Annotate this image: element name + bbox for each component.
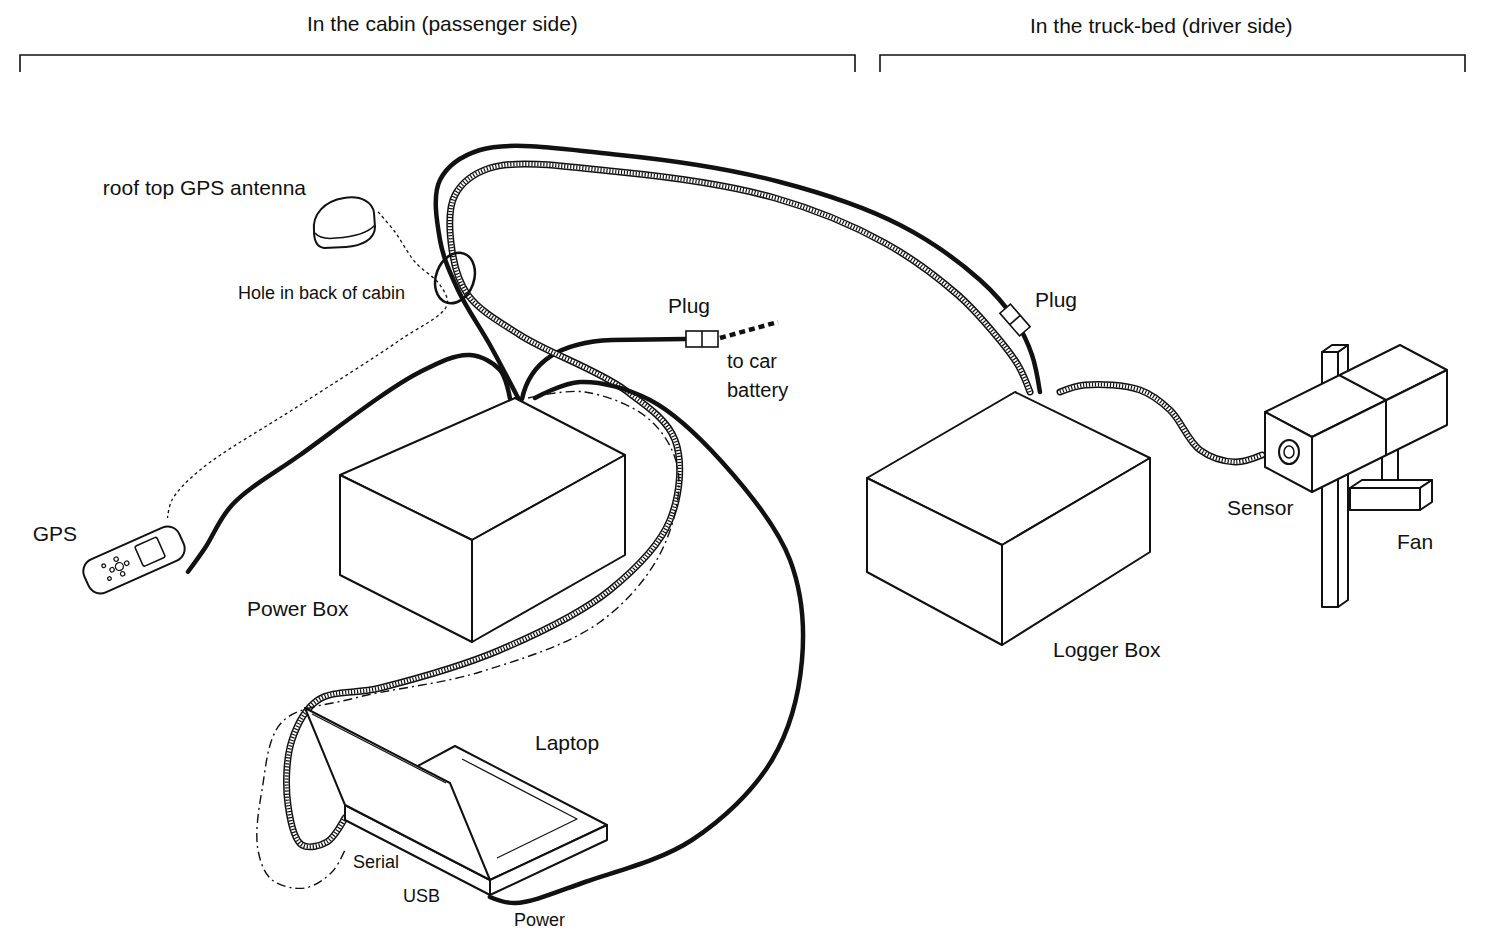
gps-button bbox=[101, 563, 106, 568]
node-label-holder: Power Box bbox=[247, 597, 349, 621]
part-label-holder: Hole in back of cabin bbox=[238, 283, 405, 304]
plug-symbol bbox=[686, 331, 718, 347]
node-label-holder: Laptop bbox=[535, 731, 599, 755]
cable-label-holder: USB bbox=[400, 886, 443, 907]
gps-button bbox=[120, 571, 126, 577]
part-label-holder: In the cabin (passenger side) bbox=[307, 12, 578, 36]
usb-cable bbox=[257, 391, 679, 888]
gps-button bbox=[107, 576, 112, 581]
cable-label-holder: Serial bbox=[350, 852, 402, 873]
laptop-drawing bbox=[345, 745, 607, 897]
node-label-holder: roof top GPS antenna bbox=[103, 176, 306, 200]
laptop-base-side bbox=[490, 825, 607, 895]
cable-connector bbox=[287, 164, 1030, 847]
gps-unit: GPS bbox=[80, 518, 188, 602]
part-label-holder: Plug bbox=[1035, 288, 1077, 312]
section-bracket bbox=[20, 55, 855, 72]
plug-joint bbox=[1010, 315, 1021, 324]
laptop-keyboard-edge bbox=[462, 759, 577, 858]
node-label-holder: GPS bbox=[33, 522, 77, 546]
part-label-holder: Plug bbox=[668, 294, 710, 318]
fan-top bbox=[1350, 480, 1432, 488]
logger-box: Logger Box bbox=[867, 392, 1150, 645]
fan-side bbox=[1420, 480, 1432, 510]
cable-stripes bbox=[287, 164, 1030, 847]
gps-button bbox=[114, 561, 125, 572]
cabin-hole bbox=[428, 247, 481, 309]
antenna-body bbox=[314, 197, 375, 248]
sensor-lens bbox=[1279, 440, 1299, 464]
mast-top bbox=[1322, 345, 1348, 352]
gps-device bbox=[79, 522, 189, 597]
part-label: Hole in back of cabin bbox=[238, 283, 405, 304]
part-label-holder: In the truck-bed (driver side) bbox=[1030, 14, 1293, 38]
node-label: roof top GPS antenna bbox=[103, 176, 306, 200]
power-box-left-face bbox=[340, 475, 472, 642]
gps-button bbox=[113, 556, 119, 562]
part-label: to car battery bbox=[727, 347, 819, 405]
part-label: Plug bbox=[1035, 288, 1077, 312]
gps-button bbox=[109, 567, 115, 573]
node-label: Power Box bbox=[247, 597, 349, 621]
cable-label: USB bbox=[400, 886, 443, 907]
part-label: Plug bbox=[668, 294, 710, 318]
logger-box-right-face bbox=[1002, 458, 1150, 645]
laptop-lid-edge bbox=[312, 714, 446, 783]
part-label-holder: to car battery bbox=[727, 347, 819, 405]
sensor-lens-inner bbox=[1284, 446, 1294, 458]
housing-divider bbox=[1339, 375, 1386, 455]
cable-core bbox=[287, 164, 1030, 847]
antenna-rim bbox=[315, 225, 375, 238]
cable-label: Serial bbox=[350, 852, 402, 873]
power-box-drawing bbox=[340, 398, 625, 642]
gps-unit-drawing bbox=[80, 518, 188, 602]
gps-button bbox=[124, 560, 130, 566]
sensor-unit: Sensor bbox=[1262, 340, 1460, 610]
logger-box-drawing bbox=[867, 392, 1150, 645]
power-box-right-face bbox=[472, 455, 625, 642]
part-label-holder: Fan bbox=[1397, 530, 1433, 554]
section-bracket bbox=[880, 55, 1465, 72]
gps-antenna-drawing bbox=[310, 193, 378, 250]
cable-label: Power bbox=[511, 910, 568, 931]
node-label: Sensor bbox=[1227, 496, 1294, 520]
part-label: In the cabin (passenger side) bbox=[307, 12, 578, 36]
sensor-housing-end bbox=[1265, 412, 1312, 492]
node-label: Logger Box bbox=[1053, 638, 1160, 662]
laptop: Laptop bbox=[345, 745, 607, 897]
gps-antenna: roof top GPS antenna bbox=[310, 193, 378, 250]
laptop-lid bbox=[305, 708, 490, 880]
cable-outline bbox=[287, 164, 1030, 847]
logger-box-left-face bbox=[867, 478, 1002, 645]
cable-label-holder: Power bbox=[511, 910, 568, 931]
cable-connector bbox=[257, 391, 679, 888]
gps-screen bbox=[135, 537, 166, 567]
fan-front bbox=[1350, 488, 1420, 510]
part-label: In the truck-bed (driver side) bbox=[1030, 14, 1293, 38]
sensor-housing-side bbox=[1312, 370, 1447, 492]
plug-body bbox=[686, 331, 718, 347]
power-box: Power Box bbox=[340, 398, 625, 642]
part-label: Fan bbox=[1397, 530, 1433, 554]
node-label-holder: Sensor bbox=[1227, 496, 1294, 520]
node-label-holder: Logger Box bbox=[1053, 638, 1160, 662]
plug-symbol bbox=[1000, 304, 1030, 336]
plug-body bbox=[1000, 304, 1030, 336]
plug-joint bbox=[701, 331, 703, 347]
node-label: Laptop bbox=[535, 731, 599, 755]
sensor-unit-drawing bbox=[1262, 340, 1460, 610]
battery-cable-end bbox=[720, 322, 778, 338]
gps-case bbox=[79, 522, 189, 597]
node-label: GPS bbox=[33, 522, 77, 546]
